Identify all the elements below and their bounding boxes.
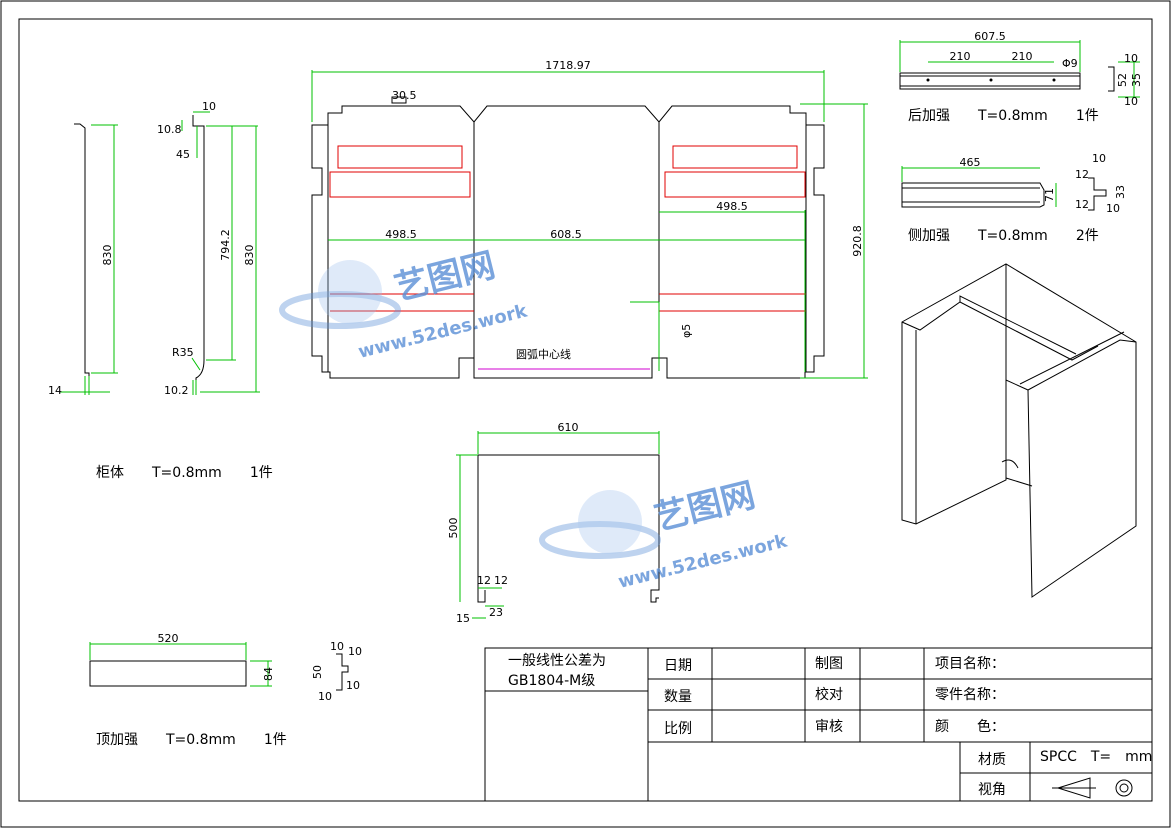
material-value: SPCC T= mm <box>1040 749 1152 765</box>
dim-top-10-a: 10 <box>330 640 344 653</box>
isometric-view <box>901 263 1137 598</box>
dim-30-5: 30.5 <box>392 89 417 102</box>
dim-607-5: 607.5 <box>974 30 1006 43</box>
dim-35: 35 <box>1130 73 1143 87</box>
watermark-url-1: www.52des.work <box>356 300 530 363</box>
dim-33: 33 <box>1114 185 1127 199</box>
scale-label: 比例 <box>664 721 692 737</box>
dim-50: 50 <box>311 665 324 679</box>
dim-465: 465 <box>960 156 981 169</box>
watermark-brand-1: 艺图网 <box>391 245 500 308</box>
dim-top-10-d: 10 <box>318 690 332 703</box>
profile-view-right: 10 10.8 45 794.2 830 R35 10.2 <box>157 100 260 397</box>
dim-210-b: 210 <box>1012 50 1033 63</box>
bottom-panel-view: 610 500 12 12 15 23 <box>447 421 660 625</box>
dim-10-8: 10.8 <box>157 123 182 136</box>
tolerance-line2: GB1804-M级 <box>508 673 595 689</box>
dim-bottom-12-a: 12 <box>477 574 491 587</box>
projection-symbol-icon <box>1052 777 1133 799</box>
label-cabinet: 柜体 T=0.8mm 1件 <box>96 465 273 481</box>
dim-10: 10 <box>202 100 216 113</box>
dim-top-10-b: 10 <box>348 645 362 658</box>
label-side-reinforce: 侧加强 T=0.8mm 2件 <box>908 228 1099 244</box>
dim-bottom-12-b: 12 <box>494 574 508 587</box>
watermark-1: 艺图网 www.52des.work <box>279 245 530 363</box>
dim-23: 23 <box>489 606 503 619</box>
dim-498-5-right: 498.5 <box>716 200 748 213</box>
reviewed-label: 审核 <box>815 719 843 735</box>
profile-view-left: 830 14 <box>48 123 118 397</box>
dim-520: 520 <box>158 632 179 645</box>
dim-1718-97: 1718.97 <box>545 59 591 72</box>
dim-phi9: Φ9 <box>1062 57 1078 70</box>
dim-10-2: 10.2 <box>164 384 189 397</box>
dim-back-10-b: 10 <box>1124 95 1138 108</box>
dim-500: 500 <box>447 518 460 539</box>
label-back-reinforce: 后加强 T=0.8mm 1件 <box>908 108 1099 124</box>
dim-15: 15 <box>456 612 470 625</box>
dim-84: 84 <box>262 667 275 681</box>
dim-r35: R35 <box>172 346 194 359</box>
drawn-label: 制图 <box>815 656 843 672</box>
dim-top-10-c: 10 <box>346 679 360 692</box>
dim-610: 610 <box>558 421 579 434</box>
watermark-url-2: www.52des.work <box>616 530 790 593</box>
dim-794-2: 794.2 <box>219 229 232 261</box>
label-top-reinforce: 顶加强 T=0.8mm 1件 <box>96 732 287 748</box>
watermark-2: 艺图网 www.52des.work <box>539 475 790 593</box>
title-block: 一般线性公差为 GB1804-M级 日期 数量 比例 制图 校对 审核 项目名称… <box>484 647 1153 802</box>
dim-side-12-b: 12 <box>1075 198 1089 211</box>
dim-side-10-b: 10 <box>1106 202 1120 215</box>
view-angle-label: 视角 <box>978 782 1006 798</box>
quantity-label: 数量 <box>664 689 692 705</box>
dim-45: 45 <box>176 148 190 161</box>
dim-498-5-left: 498.5 <box>385 228 417 241</box>
date-label: 日期 <box>664 658 692 674</box>
dim-608-5: 608.5 <box>550 228 582 241</box>
dim-side-12-a: 12 <box>1075 168 1089 181</box>
dim-14: 14 <box>48 384 62 397</box>
side-reinforcement-view: 465 71 10 12 33 12 10 <box>901 152 1127 215</box>
material-label: 材质 <box>978 752 1006 768</box>
color-label: 颜 色： <box>935 718 1005 735</box>
dim-71: 71 <box>1043 188 1056 202</box>
checked-label: 校对 <box>815 686 843 703</box>
flat-pattern: 1718.97 30.5 圆弧中心线 498.5 608.5 498.5 φ5 … <box>311 59 868 379</box>
dim-830-a: 830 <box>101 245 114 266</box>
dim-210-a: 210 <box>950 50 971 63</box>
dim-52: 52 <box>1116 73 1129 87</box>
dim-side-10-a: 10 <box>1092 152 1106 165</box>
dim-830-b: 830 <box>243 245 256 266</box>
top-reinforcement-view: 520 84 10 10 50 10 10 <box>89 632 362 703</box>
part-name-label: 零件名称： <box>935 687 1005 703</box>
tolerance-line1: 一般线性公差为 <box>508 653 606 669</box>
arc-center-label: 圆弧中心线 <box>516 347 571 361</box>
watermark-brand-2: 艺图网 <box>651 475 760 538</box>
dim-920-8: 920.8 <box>851 225 864 257</box>
dim-side-hole: φ5 <box>680 324 693 338</box>
dim-back-10-a: 10 <box>1124 52 1138 65</box>
project-name-label: 项目名称： <box>935 656 1005 672</box>
back-reinforcement-view: 607.5 210 210 Φ9 10 52 35 10 <box>899 30 1143 108</box>
